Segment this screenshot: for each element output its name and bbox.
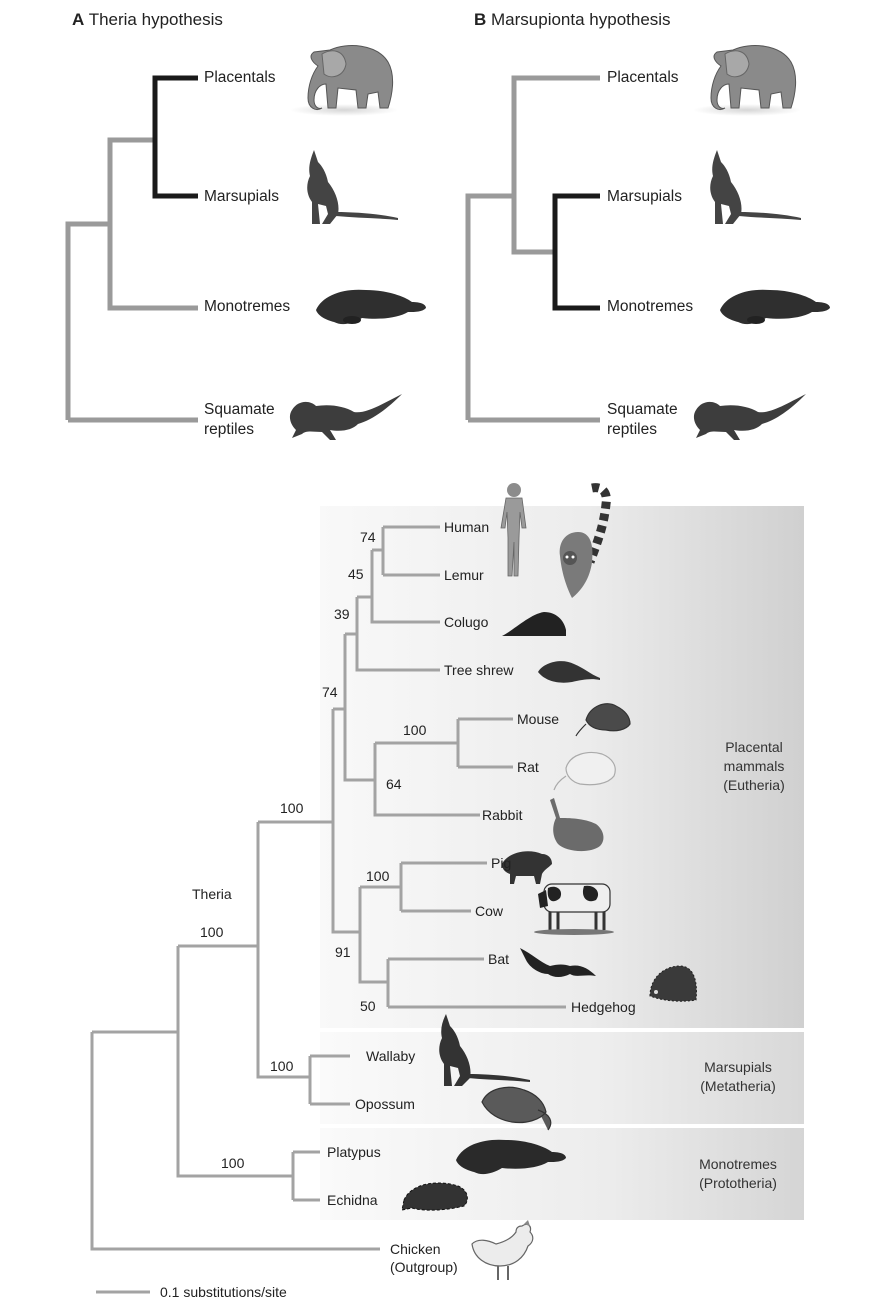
branch-chicken <box>90 1032 380 1251</box>
taxon-chicken: Chicken (Outgroup) <box>390 1241 458 1275</box>
kangaroo-icon-b <box>710 150 801 224</box>
node-euarchontoglires <box>343 634 375 782</box>
panel-b-label-monotremes: Monotremes <box>607 298 694 315</box>
taxon-human: Human <box>444 519 490 535</box>
monotreme-group-background <box>320 1128 804 1220</box>
support-euarchontoglires: 74 <box>322 684 338 700</box>
lizard-icon-b <box>693 394 806 440</box>
taxon-rat: Rat <box>517 759 539 775</box>
marsupial-group-background <box>320 1032 804 1124</box>
node-euarchonta <box>355 597 440 672</box>
platypus-icon <box>316 289 426 325</box>
panel-b-inner-branch <box>511 196 555 255</box>
support-laurasiatheria: 91 <box>335 944 351 960</box>
support-theria: 100 <box>200 924 224 940</box>
platypus-icon-c <box>456 1139 566 1175</box>
hedgehog-icon <box>649 965 697 1002</box>
group-label-monotreme: Monotremes (Prototheria) <box>699 1156 777 1191</box>
panel-a-monotreme-branch <box>107 224 198 311</box>
group-label-marsupial: Marsupials (Metatheria) <box>700 1059 776 1094</box>
panel-b-tree <box>465 75 600 423</box>
taxon-rabbit: Rabbit <box>482 807 523 823</box>
node-theria <box>256 822 310 1079</box>
taxon-pig: Pig <box>491 855 512 871</box>
rat-icon <box>553 751 616 791</box>
panel-a-label-monotremes: Monotremes <box>204 298 291 315</box>
human-icon <box>500 483 527 577</box>
taxon-mouse: Mouse <box>517 711 560 727</box>
panel-a-tree <box>65 75 198 423</box>
elephant-icon-b <box>693 45 801 116</box>
chicken-icon <box>471 1220 534 1280</box>
cow-icon <box>534 883 614 935</box>
rabbit-icon <box>550 798 604 852</box>
node-glires <box>373 743 480 817</box>
opossum-icon <box>481 1086 552 1131</box>
placental-group-background <box>320 506 804 1028</box>
taxon-tree-shrew: Tree shrew <box>444 662 514 678</box>
node-laurasiatheria <box>358 887 388 984</box>
panel-a-label-placentals: Placentals <box>204 69 276 86</box>
echidna-icon <box>401 1182 468 1211</box>
taxon-wallaby: Wallaby <box>366 1048 416 1064</box>
lemur-icon <box>559 483 611 598</box>
panel-b-title-text: Marsupionta hypothesis <box>491 10 671 29</box>
node-placentals <box>331 709 360 934</box>
taxon-opossum: Opossum <box>355 1096 415 1112</box>
bat-icon <box>520 948 596 977</box>
colugo-icon <box>502 612 566 636</box>
support-placental-root: 100 <box>280 800 304 816</box>
support-mouse-rat: 100 <box>403 722 427 738</box>
support-primates-colugo: 39 <box>334 606 350 622</box>
support-glires: 64 <box>386 776 402 792</box>
support-bat-hedgehog: 50 <box>360 998 376 1014</box>
kangaroo-icon <box>307 150 398 224</box>
taxon-bat: Bat <box>488 951 510 967</box>
theria-label: Theria <box>192 886 232 902</box>
group-label-placental: Placental mammals (Eutheria) <box>723 739 785 793</box>
mouse-icon <box>575 703 631 737</box>
taxon-cow: Cow <box>475 903 504 919</box>
panel-b-gray-branches <box>465 75 600 420</box>
support-primates: 45 <box>348 566 364 582</box>
panel-a-title-text: Theria hypothesis <box>88 10 223 29</box>
taxon-colugo: Colugo <box>444 614 489 630</box>
tree-shrew-icon <box>538 661 600 683</box>
taxon-echidna: Echidna <box>327 1192 378 1208</box>
support-marsupials: 100 <box>270 1058 294 1074</box>
phylogeny-tree <box>90 525 566 1294</box>
node-primates-colugo <box>370 550 440 624</box>
panel-a-label-squamate: Squamate reptiles <box>204 401 275 438</box>
taxon-lemur: Lemur <box>444 567 484 583</box>
pig-icon <box>502 851 552 884</box>
panel-b-marsupionta-clade <box>552 193 600 311</box>
panel-b-title: B Marsupionta hypothesis <box>474 10 671 30</box>
panel-b-label-squamate: Squamate reptiles <box>607 401 678 438</box>
scale-label: 0.1 substitutions/site <box>160 1284 287 1300</box>
branch-monotremes <box>176 946 293 1178</box>
taxon-hedgehog: Hedgehog <box>571 999 636 1015</box>
support-pig-cow: 100 <box>366 868 390 884</box>
panel-a-title: A Theria hypothesis <box>72 10 223 30</box>
elephant-icon <box>290 45 398 116</box>
panel-a-label-marsupials: Marsupials <box>204 188 279 205</box>
lizard-icon <box>289 394 402 440</box>
panel-b-label-placentals: Placentals <box>607 69 679 86</box>
support-monotremes: 100 <box>221 1155 245 1171</box>
panel-a-theria-clade <box>152 75 198 199</box>
taxon-platypus: Platypus <box>327 1144 381 1160</box>
platypus-icon-b <box>720 289 830 325</box>
panel-b-label-marsupials: Marsupials <box>607 188 682 205</box>
support-human-lemur: 74 <box>360 529 376 545</box>
panel-a-letter: A <box>72 10 85 29</box>
panel-b-letter: B <box>474 10 487 29</box>
wallaby-icon <box>439 1014 530 1086</box>
